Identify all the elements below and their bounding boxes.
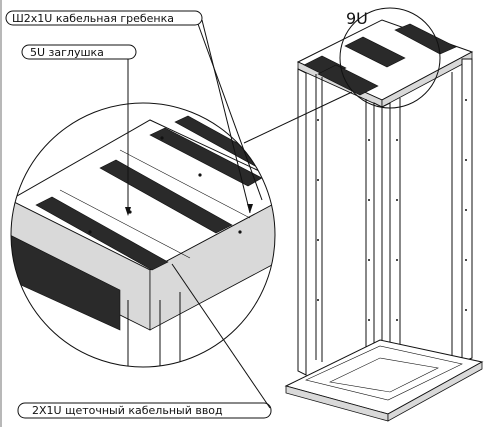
base-inner-frame <box>305 345 463 401</box>
top-strip-3 <box>344 36 406 68</box>
blank-callout-label: 5U заглушка <box>30 46 104 59</box>
rail-holes <box>317 99 467 321</box>
blank-callout-box <box>21 44 137 60</box>
post-back-right <box>461 58 473 363</box>
comb-leader-line-2 <box>197 23 263 201</box>
comb-callout-label: Ш2x1U кабельная гребенка <box>12 12 174 25</box>
brush-callout-label: 2X1U щеточный кабельный ввод <box>32 404 223 417</box>
detail-magnifier <box>10 102 276 368</box>
detail-side-face <box>149 189 275 331</box>
detail-interior <box>11 234 121 331</box>
post-front-left <box>297 68 307 376</box>
base-side-edge <box>387 361 483 422</box>
blank-arrowhead <box>125 207 131 216</box>
brush-strip-1 <box>35 196 169 271</box>
top-strip-2 <box>317 64 379 96</box>
brush-callout-box <box>17 402 272 419</box>
zoom-ring-detail <box>10 102 276 368</box>
brush-leader-line <box>171 263 271 409</box>
zoom-ring-top <box>339 7 441 109</box>
base-opening <box>329 357 439 393</box>
rack-base <box>284 339 484 415</box>
top-strip-4 <box>394 23 457 55</box>
zoom-connector <box>243 91 353 144</box>
panel-seam-1 <box>59 189 191 259</box>
comb-arrowhead <box>247 204 253 213</box>
rack-cabinet <box>284 19 484 422</box>
units-label: 9U <box>346 9 368 28</box>
comb-leader-line <box>201 19 251 214</box>
brush-strip-2 <box>99 159 233 234</box>
comb-callout-box <box>5 10 203 26</box>
panel-seam-2 <box>119 149 251 219</box>
